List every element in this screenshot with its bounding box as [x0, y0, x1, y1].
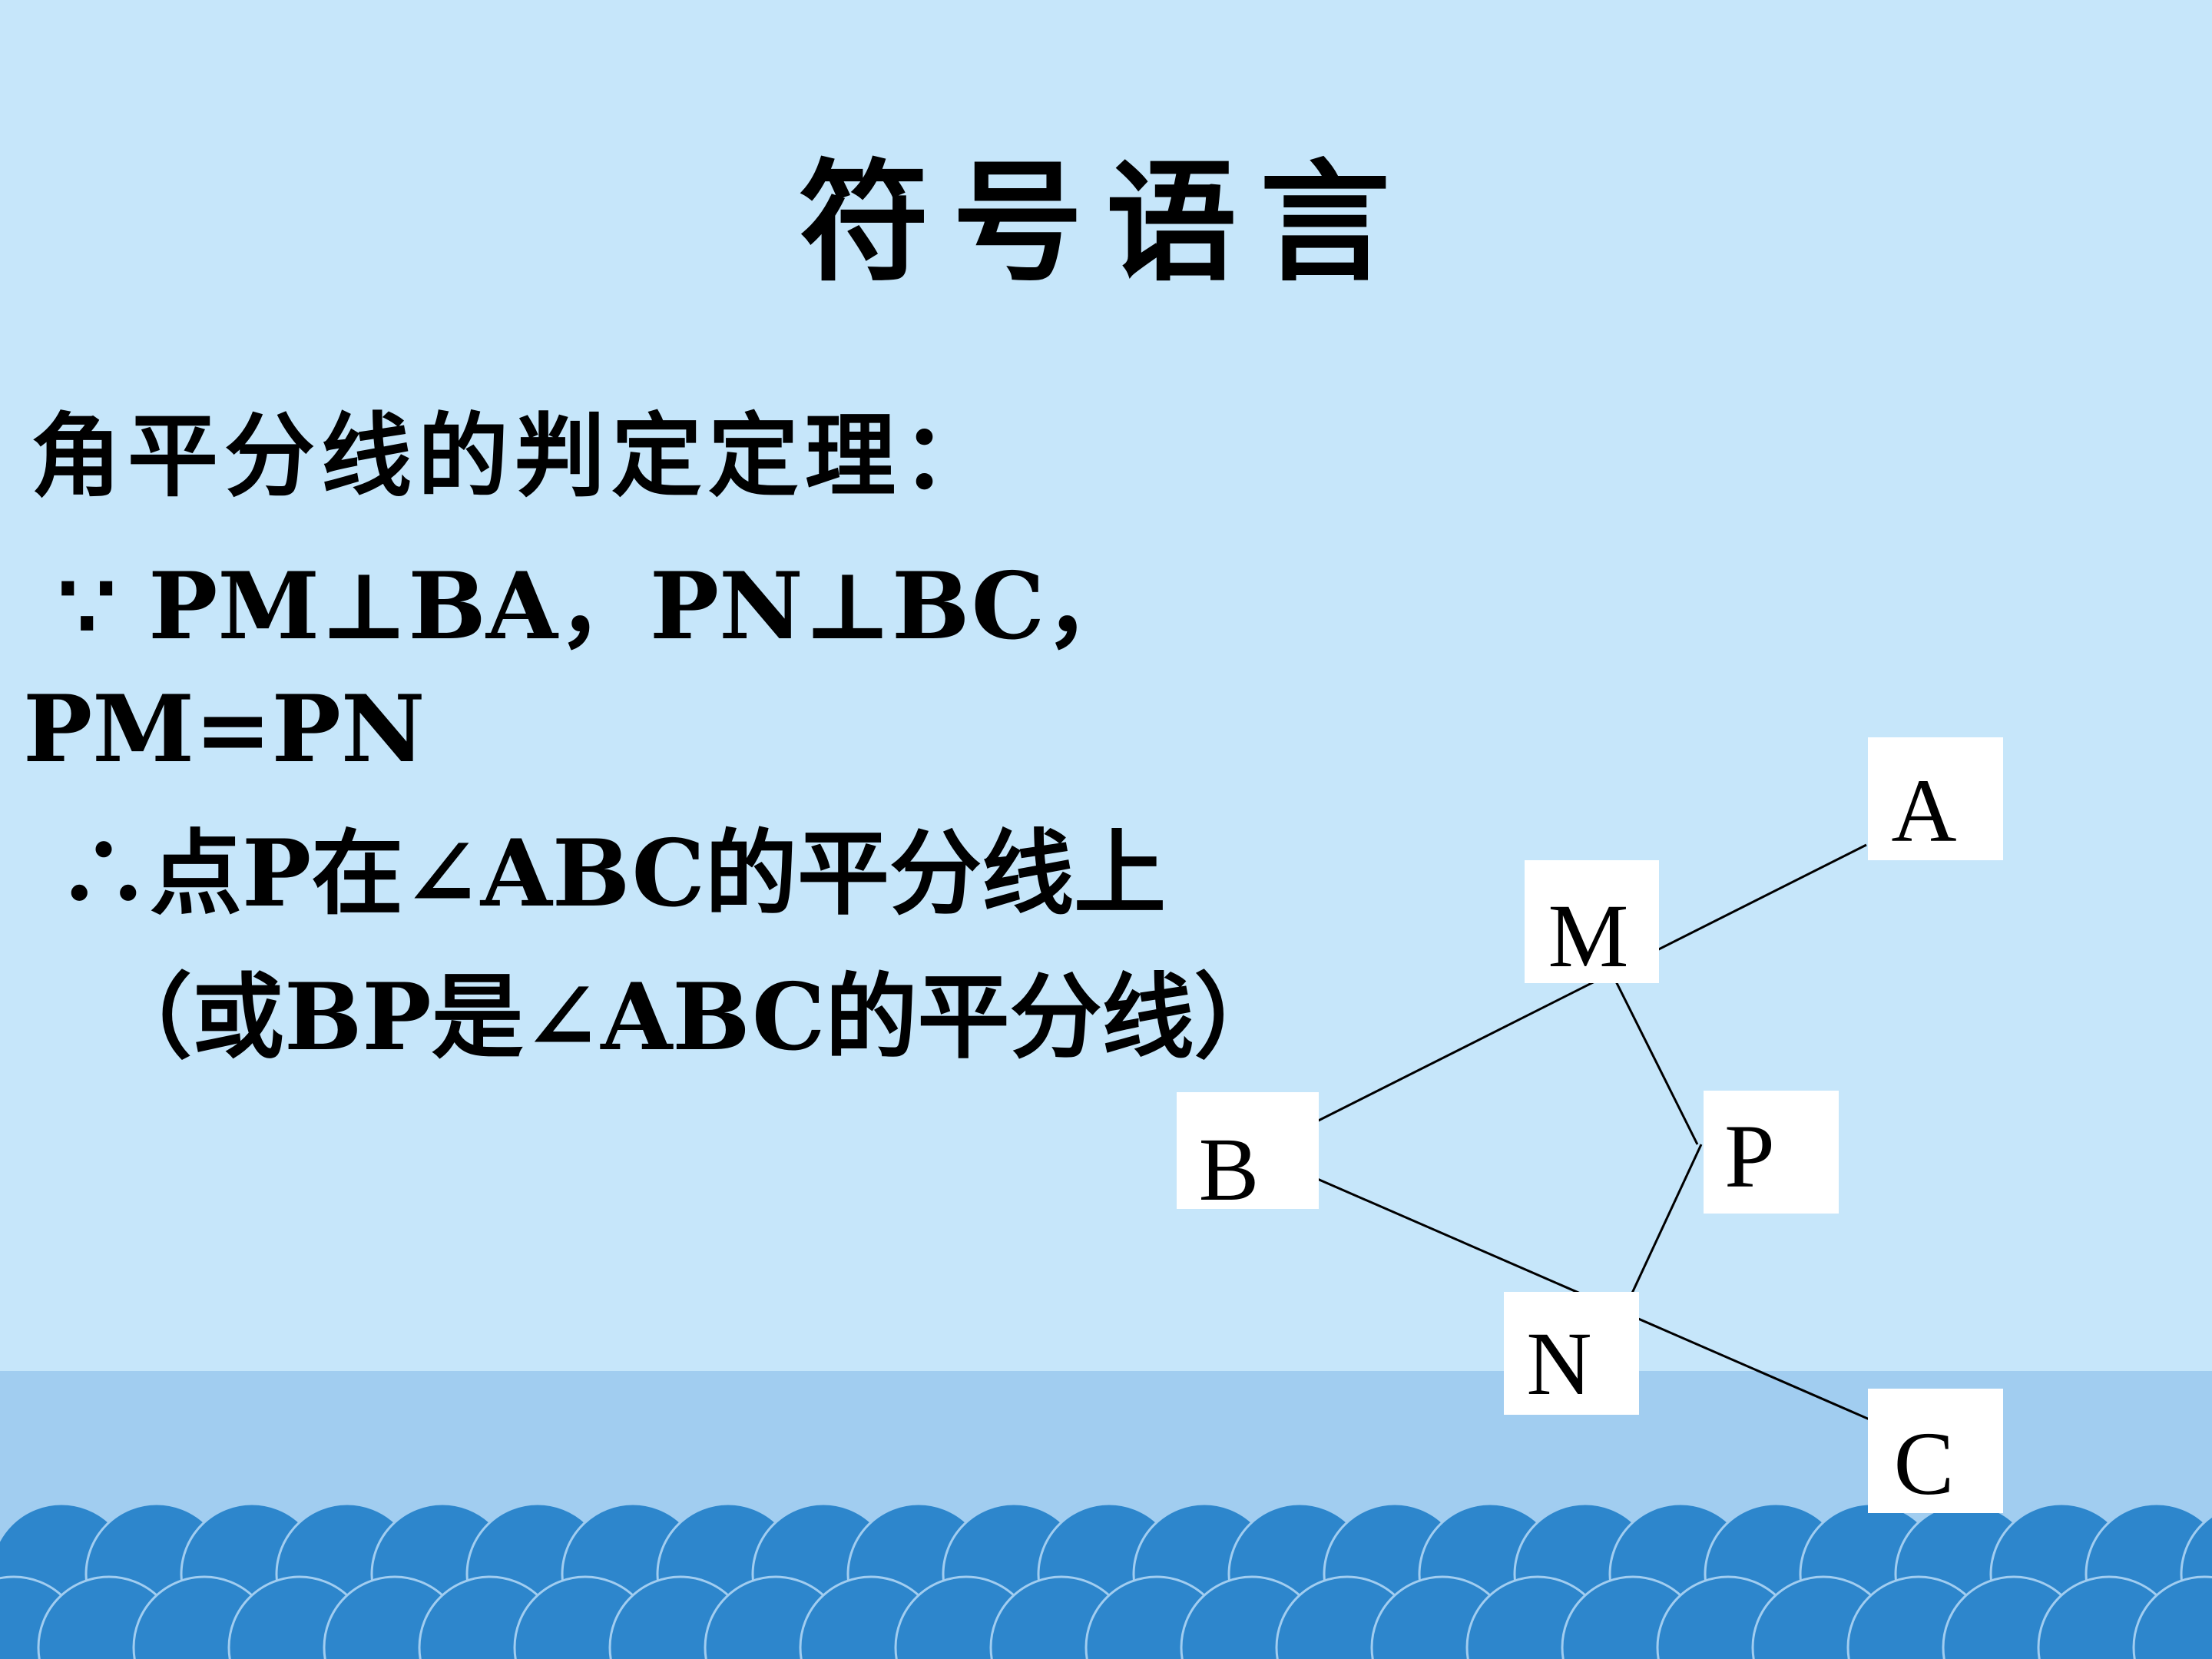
point-c-label: C	[1868, 1389, 2003, 1514]
conclusion-alt-line: （或BP是∠ABC的平分线）	[100, 963, 1286, 1071]
point-a-label: A	[1868, 737, 2003, 861]
svg-text:N: N	[1526, 1313, 1591, 1414]
conclusion-line: ∴点P在∠ABC的平分线上	[58, 820, 1167, 928]
slide-title: 符号语言	[798, 146, 1413, 300]
ray-ba	[1255, 843, 1867, 1154]
point-n-label: N	[1504, 1292, 1639, 1415]
svg-text:C: C	[1894, 1413, 1955, 1514]
svg-text:P: P	[1724, 1106, 1775, 1207]
point-p-label: P	[1704, 1091, 1839, 1214]
svg-text:M: M	[1548, 886, 1629, 986]
given-line-cont: PM=PN	[23, 675, 426, 783]
svg-text:B: B	[1199, 1119, 1260, 1220]
point-b-label: B	[1177, 1092, 1319, 1220]
wave-decoration	[0, 1502, 2212, 1659]
svg-text:A: A	[1891, 760, 1956, 861]
given-line: ∵ PM⊥BA，PN⊥BC，	[58, 552, 1137, 661]
segment-pm	[1611, 975, 1699, 1145]
ray-bc	[1255, 1151, 1883, 1426]
wave-scallop	[2132, 1575, 2212, 1659]
point-m-label: M	[1525, 860, 1659, 986]
segment-pn	[1623, 1144, 1703, 1310]
theorem-heading: 角平分线的判定定理：	[31, 402, 999, 509]
